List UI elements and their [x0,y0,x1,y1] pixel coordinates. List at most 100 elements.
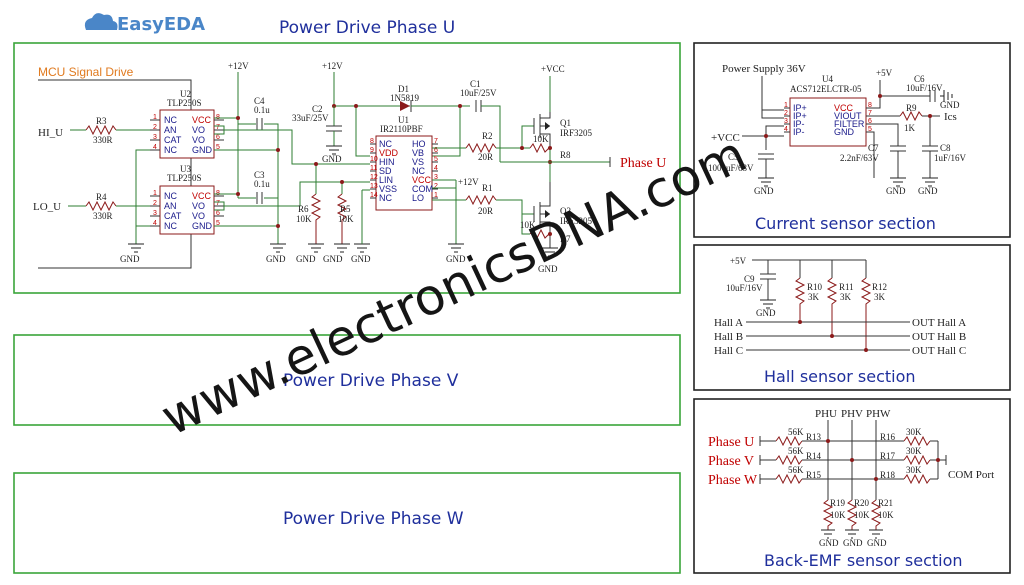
c8-capacitor [922,145,938,178]
pin-label: COM [412,184,433,194]
svg-text:C6: C6 [914,74,925,84]
hall-sensor-circuit: +5V C9 10uF/16V GND R10 3K R11 3K R12 3K… [714,256,966,357]
svg-text:C8: C8 [940,143,951,153]
phase-u-output: Phase U [620,156,666,171]
bemf-frame [693,398,1011,574]
bemf-right-resistor [903,435,931,447]
svg-text:Q1: Q1 [560,118,571,128]
u4-acs712-ic [789,97,867,147]
r6-resistor [310,193,322,244]
svg-text:C9: C9 [744,274,755,284]
pin-label: VDD [379,148,399,158]
c5-capacitor [758,153,774,178]
svg-text:10K: 10K [296,214,312,224]
resistor-ref: R21 [878,498,893,508]
svg-text:3K: 3K [874,292,886,302]
svg-text:R6: R6 [298,204,309,214]
pin-label: VO [192,125,205,135]
svg-text:R12: R12 [872,282,887,292]
pin-label: GND [192,221,213,231]
svg-text:GND: GND [886,186,906,196]
pin-label: CAT [164,211,182,221]
q1-mosfet [533,112,551,146]
pin-label: NC [164,221,177,231]
svg-text:20R: 20R [478,152,493,162]
pin-number: 5 [216,220,220,227]
c1-capacitor [475,100,482,112]
c2-capacitor [326,125,342,132]
pin-label: NC [164,145,177,155]
bemf-bottom-resistor [846,499,858,530]
svg-text:R7: R7 [560,234,571,244]
pin-number: 13 [370,183,378,190]
svg-text:GND: GND [296,254,316,264]
pin-number: 4 [434,165,438,172]
svg-text:OUT Hall C: OUT Hall C [912,345,966,357]
svg-text:R11: R11 [839,282,854,292]
resistor-ref: R18 [880,470,896,480]
resistor-value: 56K [788,465,804,475]
svg-text:C4: C4 [254,96,265,106]
pin-label: GND [192,145,213,155]
pin-number: 4 [153,144,157,151]
q2-mosfet [533,182,551,248]
bemf-left-resistor [775,435,803,447]
pin-number: 7 [434,138,438,145]
pin-label: NC [379,193,392,203]
r8-resistor [529,142,550,154]
section-title-current: Current sensor section [755,214,936,233]
pin-label: VO [192,135,205,145]
watermark-text: www.electronicsDNA.com [153,125,755,447]
svg-text:0.1u: 0.1u [254,105,270,115]
pin-number: 6 [434,147,438,154]
pin-label: IP+ [793,111,807,121]
svg-text:1uF/16V: 1uF/16V [934,153,967,163]
r7-resistor [529,228,550,240]
svg-text:+12V: +12V [322,61,343,71]
svg-text:10uF/16V: 10uF/16V [726,283,763,293]
pin-label: NC [412,166,425,176]
pin-label: IP+ [793,103,807,113]
resistor-ref: R13 [806,432,822,442]
svg-text:R10: R10 [807,282,823,292]
svg-text:PHU: PHU [815,408,837,420]
phase-v-frame [13,334,681,426]
pin-number: 5 [868,126,872,133]
section-title-phase-w: Power Drive Phase W [283,509,464,529]
svg-text:3K: 3K [808,292,820,302]
u2-opto-ic [159,109,215,159]
pin-label: NC [379,139,392,149]
pin-label: GND [834,127,855,137]
resistor-ref: R15 [806,470,822,480]
bemf-right-resistor [903,454,931,466]
svg-text:R2: R2 [482,131,493,141]
svg-text:D1: D1 [398,84,409,94]
pin-number: 3 [434,174,438,181]
svg-text:Q2: Q2 [560,206,571,216]
resistor-value: 56K [788,446,804,456]
pin-number: 5 [216,144,220,151]
pin-number: 7 [216,200,220,207]
pin-number: 3 [153,134,157,141]
pin-label: IP- [793,119,805,129]
easyeda-logo: EasyEDA [84,13,205,35]
pin-label: VB [412,148,424,158]
resistor-ref: R20 [854,498,870,508]
u1-ir2110-ic [375,135,433,211]
lo-u-label: LO_U [33,201,61,213]
pin-number: 3 [153,210,157,217]
c9-capacitor [760,273,776,300]
resistor-ref: R19 [830,498,846,508]
section-title-phase-u: Power Drive Phase U [279,18,455,38]
svg-text:U4: U4 [822,74,833,84]
svg-text:0.1u: 0.1u [254,179,270,189]
resistor-value: 10K [854,510,870,520]
pin-number: 2 [784,110,788,117]
r9-resistor [899,110,923,122]
current-sensor-circuit: Power Supply 36V +VCC C5 1000uF/63V GND … [708,63,967,196]
hall-frame [693,244,1011,391]
svg-text:IR2110PBF: IR2110PBF [380,124,423,134]
svg-text:10uF/25V: 10uF/25V [460,88,497,98]
svg-text:Hall B: Hall B [714,331,743,343]
pin-label: LIN [379,175,393,185]
